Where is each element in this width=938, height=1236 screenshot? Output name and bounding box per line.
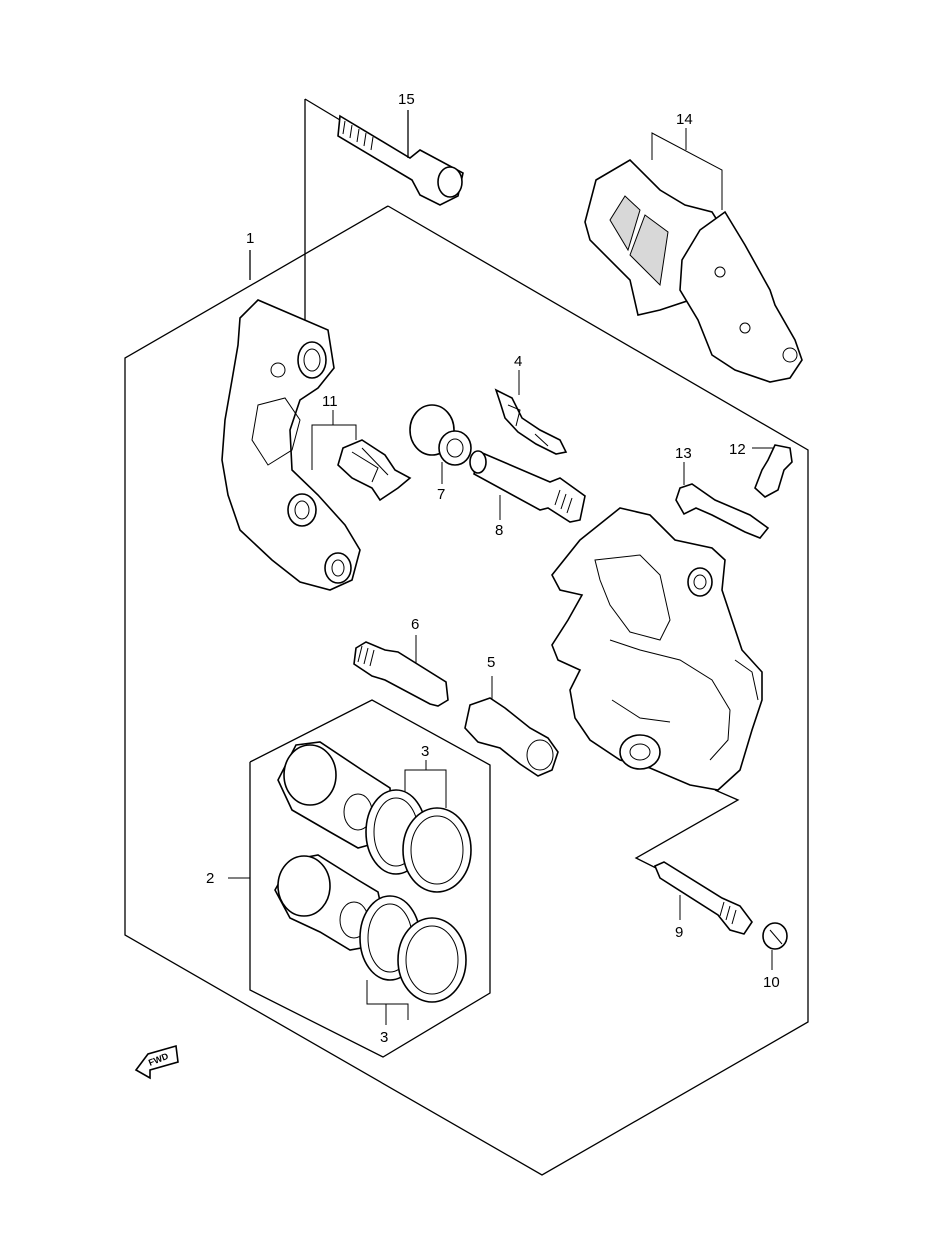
plug-part-10 [762, 922, 788, 970]
label-part-8: 8 [495, 522, 503, 539]
boot-part-7 [409, 404, 472, 484]
caliper-bracket-part-1 [221, 250, 361, 591]
label-part-2: 2 [206, 870, 214, 887]
bleeder-screw-part-12 [752, 444, 793, 498]
label-part-9: 9 [675, 924, 683, 941]
pad-spring-part-11 [311, 410, 412, 502]
pistons-part-2 [228, 741, 393, 951]
label-part-15: 15 [398, 91, 415, 108]
label-part-4: 4 [514, 353, 522, 370]
seals-part-3-upper [365, 760, 472, 893]
forward-direction-arrow: FWD [134, 1044, 179, 1080]
label-part-1: 1 [246, 230, 254, 247]
label-part-12: 12 [729, 441, 746, 458]
label-part-14: 14 [676, 111, 693, 128]
brake-pads-part-14 [584, 128, 803, 383]
slide-pin-part-8 [469, 450, 586, 523]
label-part-11: 11 [322, 393, 338, 410]
slide-pin-part-6 [353, 635, 449, 707]
pin-part-9 [653, 861, 753, 935]
label-part-3-upper: 3 [421, 743, 429, 760]
label-part-13: 13 [675, 445, 692, 462]
assembly-outline [124, 205, 809, 1176]
label-part-10: 10 [763, 974, 780, 991]
piston-set-outline [249, 699, 491, 1058]
seals-part-3-lower [359, 895, 467, 1025]
label-part-6: 6 [411, 616, 419, 633]
pad-spring-part-4 [494, 370, 568, 455]
bleeder-cap-part-13 [675, 462, 770, 539]
bolt-part-15 [304, 98, 464, 385]
caliper-body [551, 507, 763, 871]
label-part-3-lower: 3 [380, 1029, 388, 1046]
label-part-7: 7 [437, 486, 445, 503]
label-part-5: 5 [487, 654, 495, 671]
boot-part-5 [464, 676, 559, 777]
